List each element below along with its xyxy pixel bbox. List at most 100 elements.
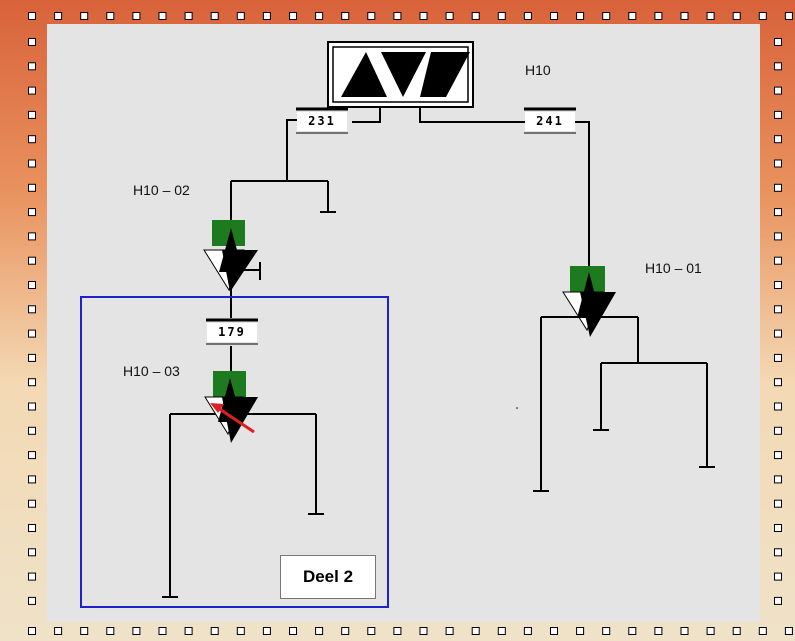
square-marker-icon <box>419 12 428 20</box>
square-marker-icon <box>419 627 428 635</box>
square-marker-icon <box>774 38 782 46</box>
square-marker-icon <box>28 183 36 192</box>
square-marker-icon <box>774 62 782 71</box>
square-marker-icon <box>28 451 36 460</box>
square-marker-icon <box>497 627 506 635</box>
square-marker-icon <box>576 12 585 20</box>
square-marker-icon <box>628 627 637 635</box>
square-marker-icon <box>289 627 297 635</box>
square-marker-icon <box>774 402 782 411</box>
square-marker-icon <box>28 378 36 387</box>
square-marker-icon <box>28 329 36 338</box>
square-marker-icon <box>774 159 782 168</box>
square-marker-icon <box>497 12 506 20</box>
square-marker-icon <box>774 426 782 435</box>
square-marker-icon <box>80 627 89 635</box>
square-marker-icon <box>784 627 793 635</box>
square-marker-icon <box>393 12 402 20</box>
square-marker-icon <box>236 12 245 20</box>
square-marker-icon <box>732 12 741 20</box>
stray-dot <box>516 407 518 409</box>
square-marker-icon <box>576 627 585 635</box>
square-marker-icon <box>680 627 689 635</box>
square-marker-icon <box>550 627 558 635</box>
square-marker-icon <box>680 12 689 20</box>
square-marker-icon <box>774 548 782 557</box>
square-marker-icon <box>523 12 532 20</box>
square-marker-icon <box>28 475 36 484</box>
node-label-h10-03: H10 – 03 <box>123 363 180 379</box>
node-label-h10-01: H10 – 01 <box>645 260 702 276</box>
square-marker-icon <box>774 86 782 95</box>
station-h10-icon <box>327 41 474 108</box>
pipe-number-bars <box>206 107 576 345</box>
square-marker-icon <box>602 12 611 20</box>
square-marker-icon <box>654 12 663 20</box>
square-marker-icon <box>471 627 480 635</box>
square-marker-icon <box>393 627 402 635</box>
square-marker-icon <box>28 12 36 20</box>
square-marker-icon <box>28 426 36 435</box>
square-marker-icon <box>28 159 36 168</box>
square-marker-icon <box>262 627 271 635</box>
square-marker-icon <box>106 627 115 635</box>
square-marker-icon <box>758 627 767 635</box>
valve-h10-01-icon <box>562 266 616 337</box>
square-marker-icon <box>774 353 782 362</box>
square-marker-icon <box>184 627 193 635</box>
square-marker-icon <box>210 627 219 635</box>
square-marker-icon <box>132 12 141 20</box>
square-marker-icon <box>210 12 219 20</box>
square-marker-icon <box>774 256 782 265</box>
square-marker-icon <box>628 12 637 20</box>
square-marker-icon <box>774 524 782 532</box>
square-marker-icon <box>236 627 245 635</box>
square-marker-icon <box>445 12 454 20</box>
square-marker-icon <box>341 627 350 635</box>
square-marker-icon <box>28 281 36 289</box>
square-marker-icon <box>28 135 36 144</box>
highlight-box <box>80 296 389 608</box>
square-marker-icon <box>732 627 741 635</box>
square-marker-icon <box>28 627 36 635</box>
square-marker-icon <box>28 353 36 362</box>
square-marker-icon <box>28 62 36 71</box>
square-marker-icon <box>54 12 63 20</box>
square-marker-icon <box>774 208 782 217</box>
square-marker-icon <box>706 12 715 20</box>
square-marker-icon <box>132 627 141 635</box>
square-marker-icon <box>28 524 36 532</box>
square-marker-icon <box>28 38 36 46</box>
square-marker-icon <box>367 627 376 635</box>
square-marker-icon <box>315 627 324 635</box>
square-marker-icon <box>774 281 782 289</box>
valve-h10-02-icon <box>203 220 258 292</box>
section-label-box: Deel 2 <box>280 555 376 599</box>
arrow-icon <box>210 403 255 434</box>
square-marker-icon <box>367 12 376 20</box>
square-marker-icon <box>80 12 89 20</box>
square-marker-icon <box>106 12 115 20</box>
square-marker-icon <box>774 475 782 484</box>
square-marker-icon <box>774 572 782 581</box>
square-marker-icon <box>774 183 782 192</box>
pipe-number-241: 241 <box>525 112 575 131</box>
square-marker-icon <box>774 135 782 144</box>
square-marker-icon <box>28 232 36 241</box>
diagram-panel <box>47 24 760 622</box>
square-marker-icon <box>445 627 454 635</box>
pipe-number-231: 231 <box>297 112 347 131</box>
square-marker-icon <box>774 329 782 338</box>
pipe-number-179: 179 <box>207 323 257 342</box>
square-marker-icon <box>758 12 767 20</box>
square-marker-icon <box>28 110 36 119</box>
square-marker-icon <box>774 499 782 508</box>
square-marker-icon <box>28 86 36 95</box>
square-marker-icon <box>784 12 793 20</box>
square-marker-icon <box>774 305 782 314</box>
square-marker-icon <box>602 627 611 635</box>
square-marker-icon <box>158 12 167 20</box>
square-marker-icon <box>262 12 271 20</box>
